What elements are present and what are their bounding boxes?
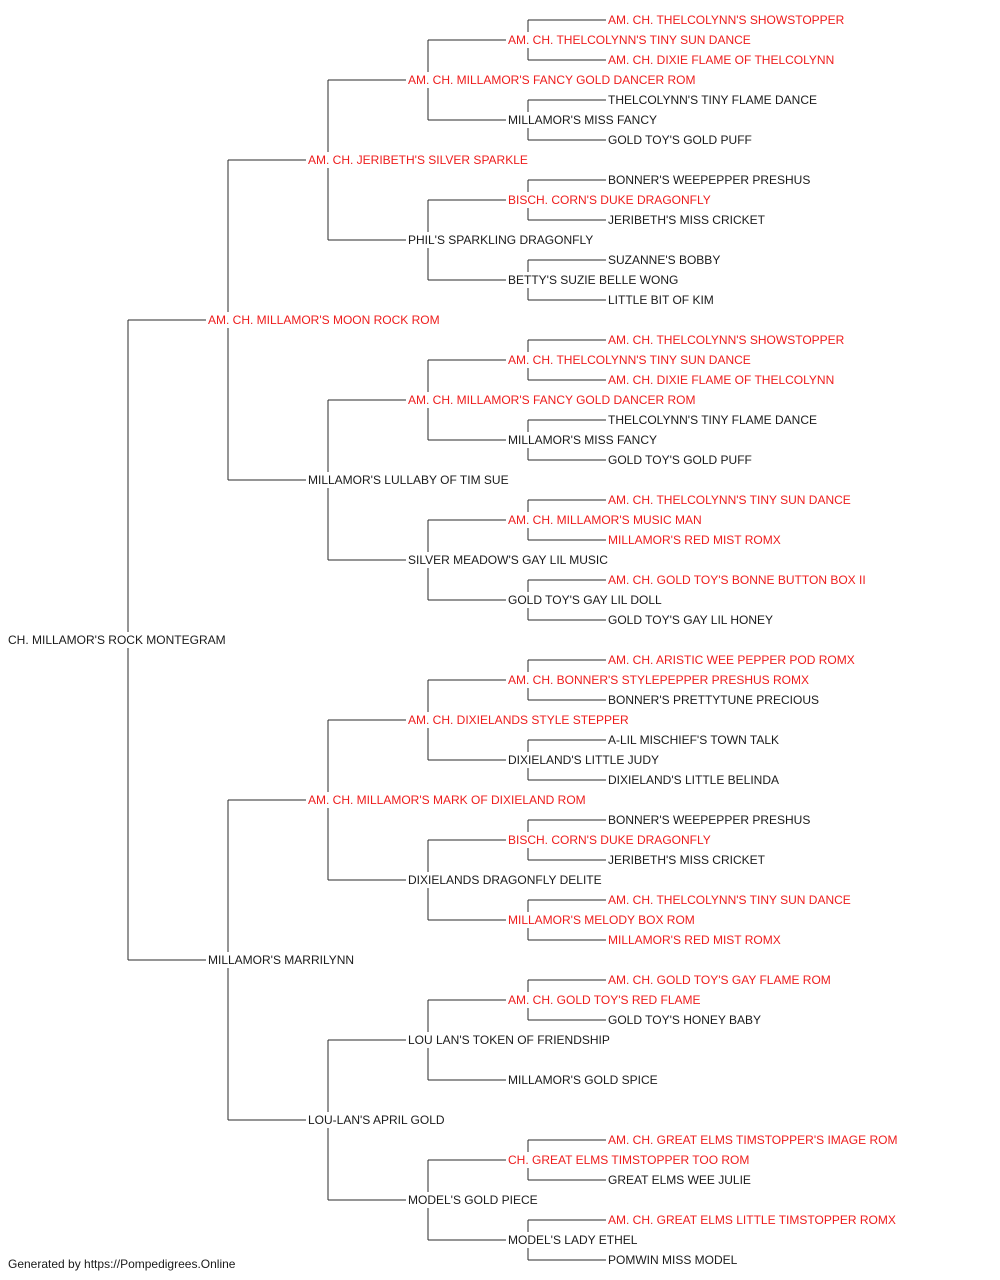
dog-name-gen5: THELCOLYNN'S TINY FLAME DANCE [608,413,817,427]
dog-name-gen5: BONNER'S WEEPEPPER PRESHUS [608,813,810,827]
dog-name-gen4: BISCH. CORN'S DUKE DRAGONFLY [508,193,711,207]
dog-name-gen5: AM. CH. GOLD TOY'S GAY FLAME ROM [608,973,831,987]
dog-name-gen5: JERIBETH'S MISS CRICKET [608,213,766,227]
dog-name-gen5: A-LIL MISCHIEF'S TOWN TALK [608,733,779,747]
dog-name-gen2: MILLAMOR'S LULLABY OF TIM SUE [308,473,509,487]
dog-name-gen4: GOLD TOY'S GAY LIL DOLL [508,593,662,607]
dog-name-gen4: MILLAMOR'S MISS FANCY [508,433,657,447]
dog-name-gen4: AM. CH. THELCOLYNN'S TINY SUN DANCE [508,353,751,367]
dog-name-gen4: CH. GREAT ELMS TIMSTOPPER TOO ROM [508,1153,749,1167]
dog-name-gen5: JERIBETH'S MISS CRICKET [608,853,766,867]
dog-name-gen3: LOU LAN'S TOKEN OF FRIENDSHIP [408,1033,610,1047]
dog-name-gen5: AM. CH. GREAT ELMS LITTLE TIMSTOPPER ROM… [608,1213,896,1227]
dog-name-gen4: MODEL'S LADY ETHEL [508,1233,638,1247]
dog-name-gen4: MILLAMOR'S MELODY BOX ROM [508,913,695,927]
dog-name-gen2: AM. CH. JERIBETH'S SILVER SPARKLE [308,153,528,167]
dog-name-gen5: AM. CH. ARISTIC WEE PEPPER POD ROMX [608,653,855,667]
dog-name-gen3: MODEL'S GOLD PIECE [408,1193,538,1207]
dog-name-gen2: LOU-LAN'S APRIL GOLD [308,1113,445,1127]
dog-name-gen5: MILLAMOR'S RED MIST ROMX [608,933,781,947]
dog-name-gen4: AM. CH. THELCOLYNN'S TINY SUN DANCE [508,33,751,47]
dog-name-gen5: AM. CH. GREAT ELMS TIMSTOPPER'S IMAGE RO… [608,1133,897,1147]
dog-name-gen5: AM. CH. DIXIE FLAME OF THELCOLYNN [608,53,834,67]
dog-name-gen3: AM. CH. MILLAMOR'S FANCY GOLD DANCER ROM [408,73,695,87]
dog-name-gen2: AM. CH. MILLAMOR'S MARK OF DIXIELAND ROM [308,793,586,807]
dog-name-gen5: GOLD TOY'S GAY LIL HONEY [608,613,773,627]
dog-name-gen4: AM. CH. GOLD TOY'S RED FLAME [508,993,701,1007]
dog-name-gen5: GOLD TOY'S HONEY BABY [608,1013,761,1027]
dog-name-gen5: GREAT ELMS WEE JULIE [608,1173,751,1187]
dog-name-gen3: DIXIELANDS DRAGONFLY DELITE [408,873,602,887]
dog-name-gen5: AM. CH. THELCOLYNN'S TINY SUN DANCE [608,893,851,907]
dog-name-gen5: DIXIELAND'S LITTLE BELINDA [608,773,779,787]
dog-name-gen4: BETTY'S SUZIE BELLE WONG [508,273,678,287]
dog-name-gen3: SILVER MEADOW'S GAY LIL MUSIC [408,553,608,567]
dog-name-gen5: AM. CH. GOLD TOY'S BONNE BUTTON BOX II [608,573,866,587]
dog-name-gen5: POMWIN MISS MODEL [608,1253,738,1267]
dog-name-gen5: GOLD TOY'S GOLD PUFF [608,133,752,147]
dog-name-gen4: DIXIELAND'S LITTLE JUDY [508,753,659,767]
dog-name-gen3: AM. CH. DIXIELANDS STYLE STEPPER [408,713,629,727]
dog-name-gen4: BISCH. CORN'S DUKE DRAGONFLY [508,833,711,847]
dog-name-gen4: AM. CH. BONNER'S STYLEPEPPER PRESHUS ROM… [508,673,809,687]
dog-name-gen4: MILLAMOR'S MISS FANCY [508,113,657,127]
dog-name-gen5: AM. CH. DIXIE FLAME OF THELCOLYNN [608,373,834,387]
dog-name-gen1: AM. CH. MILLAMOR'S MOON ROCK ROM [208,313,440,327]
dog-name-gen5: SUZANNE'S BOBBY [608,253,720,267]
dog-name-gen5: AM. CH. THELCOLYNN'S SHOWSTOPPER [608,333,845,347]
dog-name-gen3: AM. CH. MILLAMOR'S FANCY GOLD DANCER ROM [408,393,695,407]
dog-name-gen0: CH. MILLAMOR'S ROCK MONTEGRAM [8,633,226,647]
dog-name-gen5: AM. CH. THELCOLYNN'S TINY SUN DANCE [608,493,851,507]
footer-credit: Generated by https://Pompedigrees.Online [8,1257,236,1271]
dog-name-gen5: AM. CH. THELCOLYNN'S SHOWSTOPPER [608,13,845,27]
dog-name-gen5: GOLD TOY'S GOLD PUFF [608,453,752,467]
dog-name-gen5: BONNER'S PRETTYTUNE PRECIOUS [608,693,819,707]
dog-name-gen1: MILLAMOR'S MARRILYNN [208,953,354,967]
dog-name-gen3: PHIL'S SPARKLING DRAGONFLY [408,233,593,247]
dog-name-gen5: MILLAMOR'S RED MIST ROMX [608,533,781,547]
dog-name-gen5: LITTLE BIT OF KIM [608,293,714,307]
dog-name-gen5: THELCOLYNN'S TINY FLAME DANCE [608,93,817,107]
dog-name-gen5: BONNER'S WEEPEPPER PRESHUS [608,173,810,187]
dog-name-gen4: MILLAMOR'S GOLD SPICE [508,1073,658,1087]
dog-name-gen4: AM. CH. MILLAMOR'S MUSIC MAN [508,513,702,527]
